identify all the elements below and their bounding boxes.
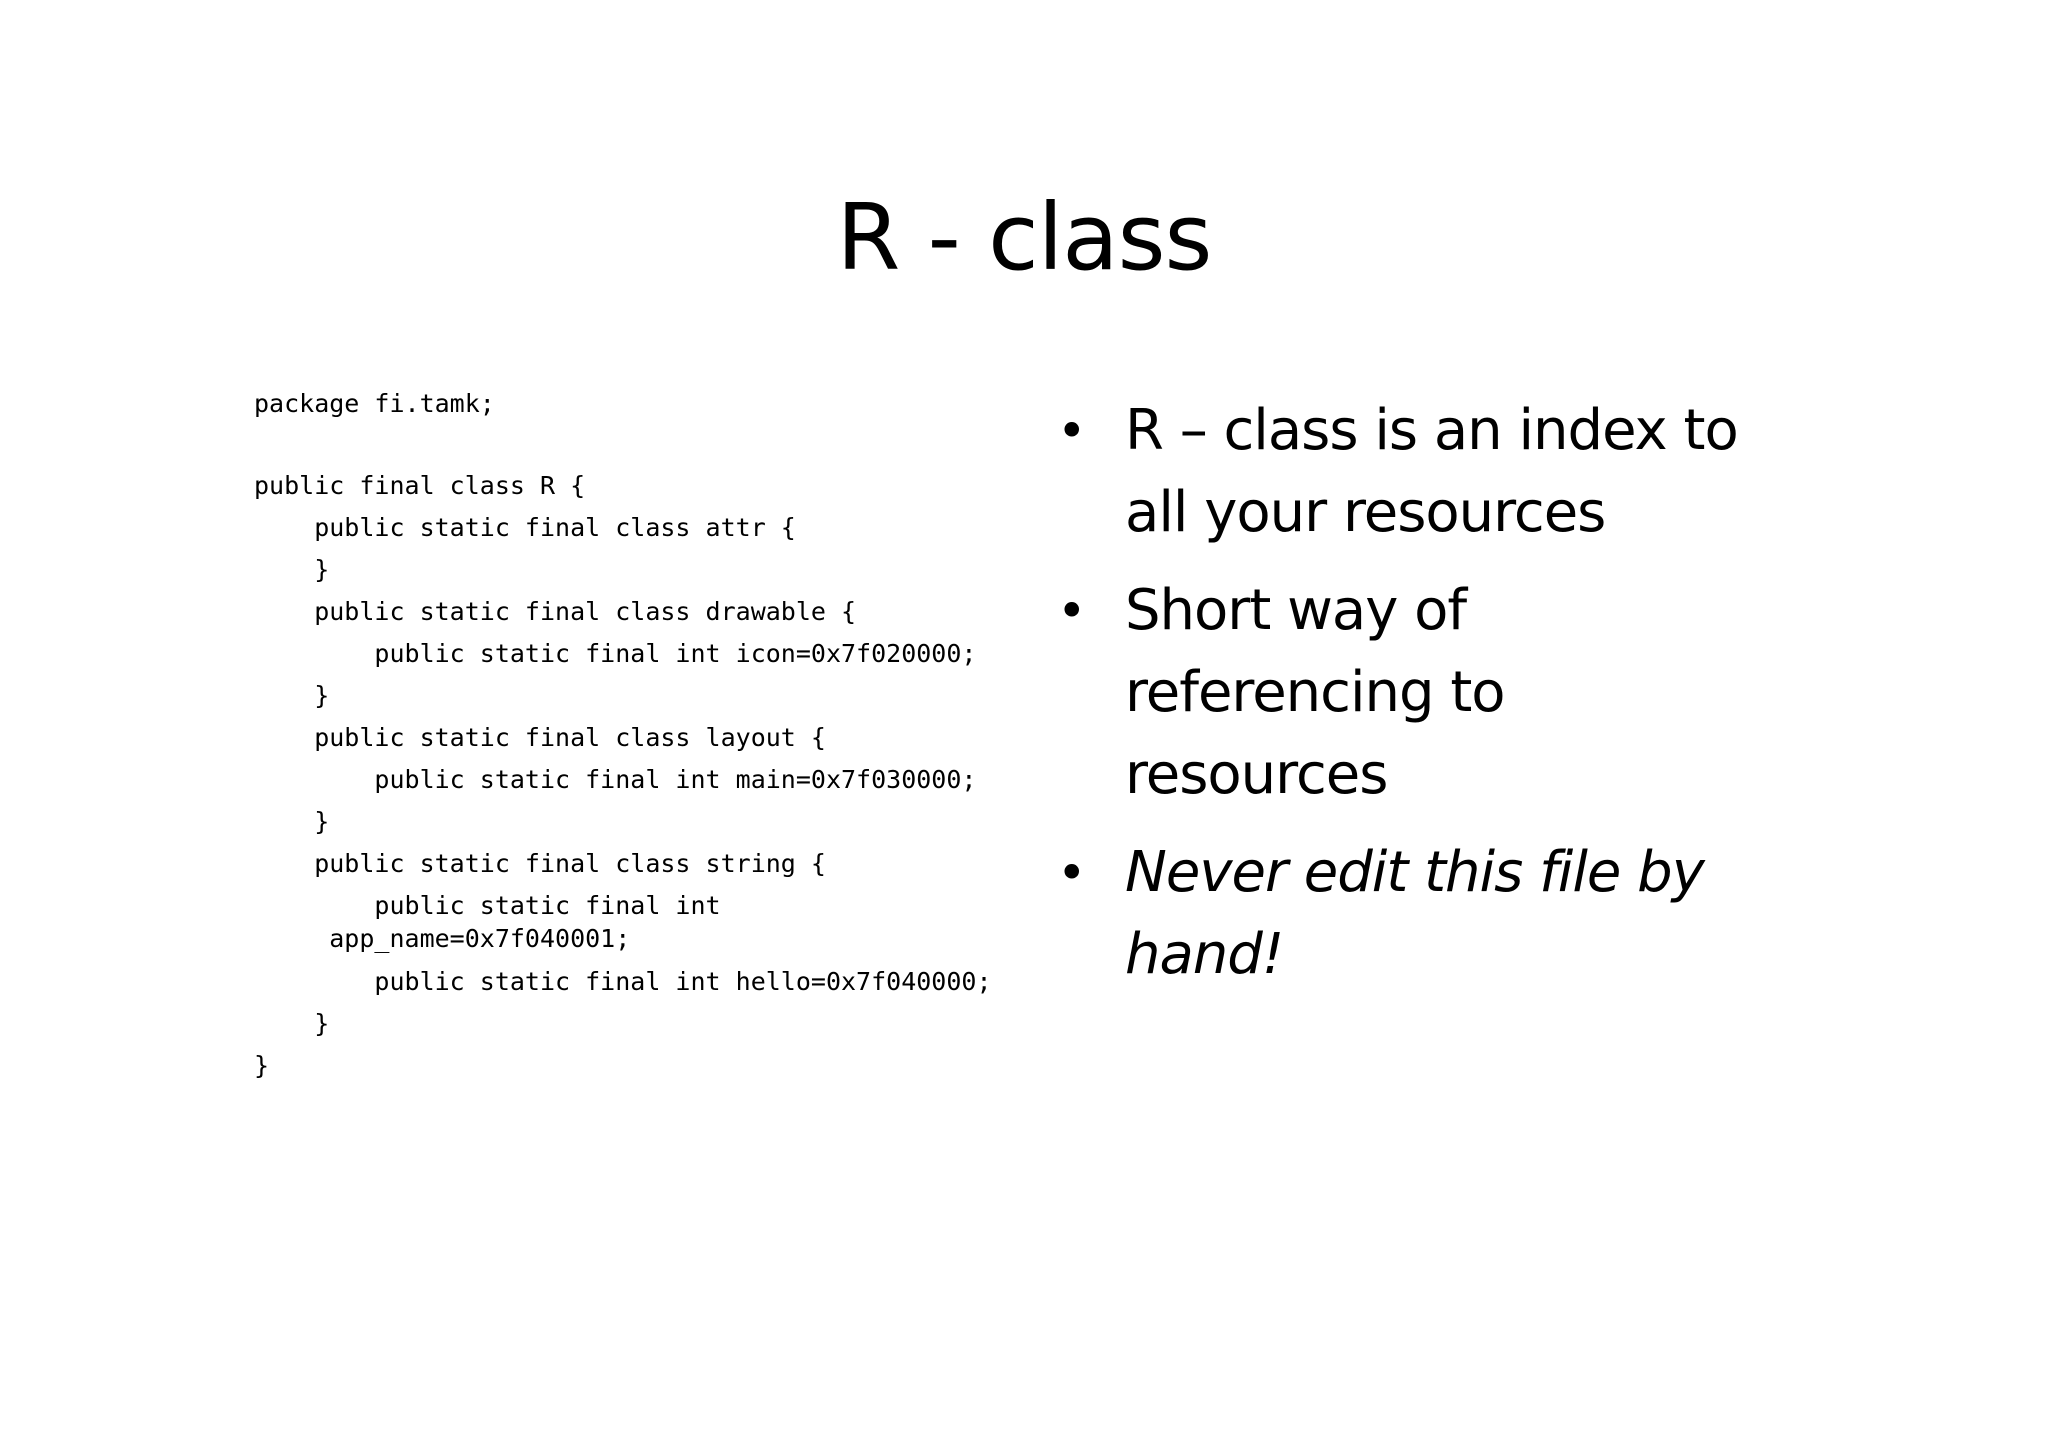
code-line: public static final int icon=0x7f020000; [254,639,977,668]
bullet-dot-icon: • [1057,582,1086,640]
code-line [254,425,1014,465]
code-line: } [254,681,330,710]
code-line: public static final int [254,891,721,920]
code-line: public static final int hello=0x7f040000… [254,967,992,996]
bullet-text: Never edit this file by hand! [1125,840,1705,987]
code-line: public static final class layout { [254,723,826,752]
bullet-text: Short way of referencing to resources [1125,578,1506,807]
code-line: app_name=0x7f040001; [254,924,631,953]
bullet-dot-icon: • [1057,844,1086,902]
bullet-item: • Never edit this file by hand! [1055,832,1775,996]
code-line: public static final class drawable { [254,597,857,626]
code-line: public static final class string { [254,849,826,878]
code-line: } [254,807,330,836]
code-line: } [254,1051,270,1080]
code-line: public static final int main=0x7f030000; [254,765,977,794]
code-line: } [254,555,330,584]
code-line: public final class R { [254,471,586,500]
code-line: package fi.tamk; [254,389,495,418]
code-line: public static final class attr { [254,513,796,542]
bullet-item: • R – class is an index to all your reso… [1055,390,1775,554]
code-line: } [254,1009,330,1038]
bullet-list: • R – class is an index to all your reso… [1055,390,1775,1012]
code-block: package fi.tamk; public final class R { … [254,383,1014,1087]
bullet-dot-icon: • [1057,402,1086,460]
bullet-text: R – class is an index to all your resour… [1125,398,1739,545]
bullet-item: • Short way of referencing to resources [1055,570,1775,816]
slide-title: R - class [836,184,1213,291]
